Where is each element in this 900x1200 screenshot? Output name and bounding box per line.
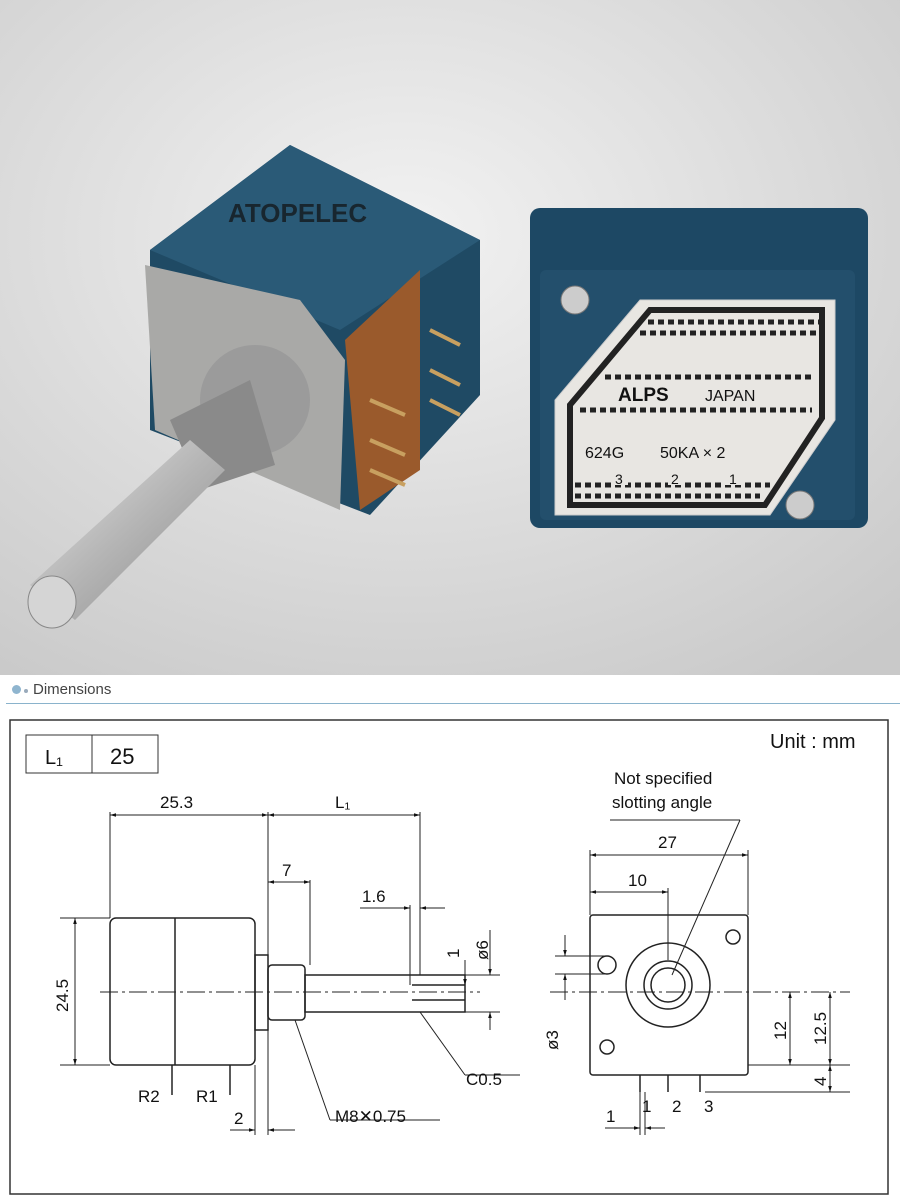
table-value: 25 bbox=[110, 744, 134, 769]
dim-center-offset: 10 bbox=[628, 871, 647, 890]
dim-bushing: 7 bbox=[282, 861, 291, 880]
label-brand: ALPS bbox=[618, 385, 669, 406]
dim-pin-offset: 2 bbox=[234, 1109, 243, 1128]
label-model: 624G bbox=[585, 445, 624, 462]
dim-body-length: 25.3 bbox=[160, 793, 193, 812]
dim-thread: M8✕0.75 bbox=[335, 1107, 406, 1126]
l1-table bbox=[25, 734, 159, 774]
pin-3-label: 3 bbox=[704, 1097, 713, 1116]
pin-1-label: 1 bbox=[642, 1097, 651, 1116]
label-pin-2: 2 bbox=[671, 471, 679, 487]
product-photo: ATOPELEC ALPS JAPAN 624G 50KA × 2 3 2 1 bbox=[0, 0, 900, 675]
dim-slot: 1.6 bbox=[362, 887, 386, 906]
table-key: L₁ bbox=[45, 747, 63, 769]
section-title: Dimensions bbox=[33, 681, 112, 698]
dim-height: 24.5 bbox=[53, 979, 72, 1012]
dim-pin-length: 4 bbox=[811, 1077, 830, 1086]
bullet-icon bbox=[12, 685, 21, 694]
note-line-1: Not specified bbox=[614, 769, 712, 788]
dim-locator-dia: ø3 bbox=[543, 1030, 562, 1050]
pin-2-label: 2 bbox=[672, 1097, 681, 1116]
pin-r2-label: R2 bbox=[138, 1087, 160, 1106]
side-view bbox=[60, 812, 520, 1135]
bullet-small-icon bbox=[24, 689, 28, 693]
label-value: 50KA × 2 bbox=[660, 445, 725, 462]
section-header: Dimensions bbox=[0, 676, 900, 706]
label-origin: JAPAN bbox=[705, 388, 755, 405]
potentiometer-right: ALPS JAPAN 624G 50KA × 2 3 2 1 bbox=[530, 208, 868, 528]
dim-center-height: 12 bbox=[771, 1021, 790, 1040]
note-line-2: slotting angle bbox=[612, 793, 712, 812]
header-divider bbox=[6, 703, 900, 704]
dim-shaft-dia: ø6 bbox=[473, 940, 492, 960]
dim-chamfer: C0.5 bbox=[466, 1070, 502, 1089]
pin-r1-label: R1 bbox=[196, 1087, 218, 1106]
unit-label: Unit : mm bbox=[770, 731, 856, 753]
dim-pin-pitch: 1 bbox=[606, 1107, 615, 1126]
dim-slot-width: 1 bbox=[444, 949, 463, 958]
potentiometer-left: ATOPELEC bbox=[27, 145, 480, 629]
label-pin-3: 3 bbox=[615, 471, 623, 487]
dimension-drawing: Unit : mm L₁ 25 bbox=[9, 719, 889, 1195]
dim-width: 27 bbox=[658, 833, 677, 852]
dim-shaft-length: L₁ bbox=[335, 793, 350, 812]
label-pin-1: 1 bbox=[729, 471, 737, 487]
dim-pin-height: 12.5 bbox=[811, 1012, 830, 1045]
watermark: ATOPELEC bbox=[228, 198, 367, 228]
front-view bbox=[550, 819, 850, 1135]
drawing-frame bbox=[9, 719, 889, 1195]
